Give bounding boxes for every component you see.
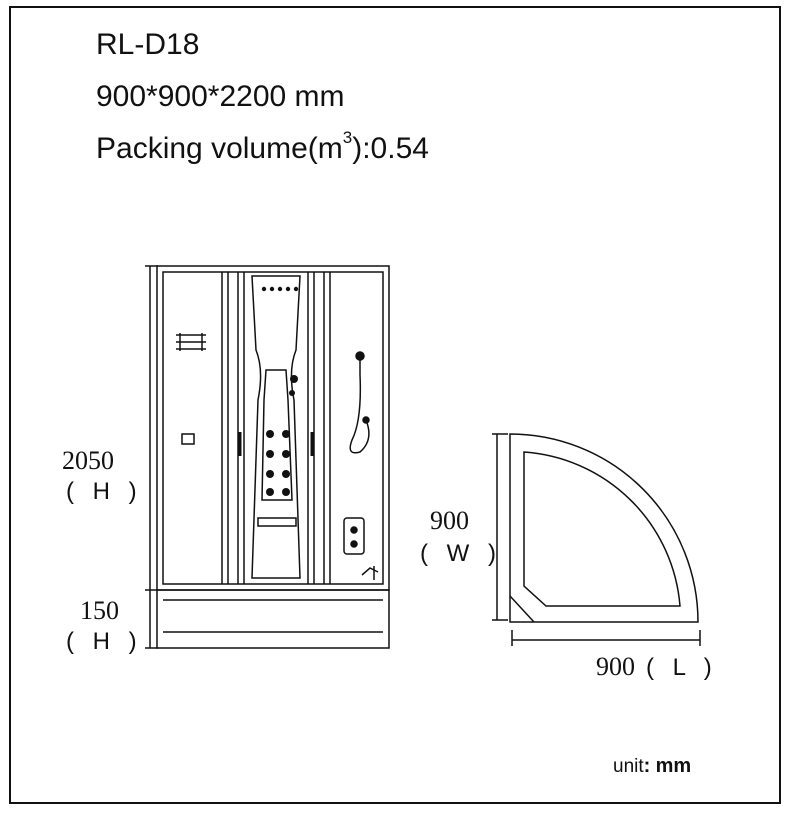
control-panel-icon	[343, 517, 365, 555]
shelf-icon	[176, 333, 206, 351]
packing-volume-exponent: 3	[342, 128, 353, 147]
soap-holder-icon	[181, 433, 195, 445]
tray-height-value: 150	[80, 596, 119, 625]
drawing-frame	[9, 6, 781, 804]
seat-strip	[257, 517, 297, 527]
unit-value: mm	[655, 755, 692, 777]
packing-volume: Packing volume(m3):0.54	[96, 128, 429, 166]
tray-inner-basin	[523, 451, 681, 607]
packing-volume-value: ):0.54	[352, 132, 429, 165]
overall-dimensions: 900*900*2200 mm	[96, 80, 345, 113]
shower-hose-icon	[349, 351, 370, 454]
back-panel-column	[251, 275, 301, 579]
tray-outer-quadrant	[509, 433, 699, 623]
width-value: 900	[430, 506, 469, 535]
width-unit: ( W )	[420, 540, 502, 567]
shower-top-view	[492, 433, 701, 646]
shower-front-view	[145, 265, 390, 649]
unit-separator: :	[643, 755, 651, 777]
cabin-height-unit: ( H )	[66, 478, 143, 505]
cabin-height-value: 2050	[62, 446, 114, 475]
length-unit: ( L )	[646, 654, 718, 681]
faucet-icon	[361, 566, 379, 580]
unit-label: unit	[613, 756, 644, 777]
model-number: RL-D18	[96, 28, 200, 61]
shower-tray	[156, 589, 390, 649]
length-value: 900	[596, 652, 635, 681]
packing-volume-label: Packing volume(m	[96, 132, 343, 165]
tray-height-unit: ( H )	[66, 628, 143, 655]
massage-jet-panel	[261, 369, 293, 501]
unit-note: unit: mm	[613, 755, 691, 778]
